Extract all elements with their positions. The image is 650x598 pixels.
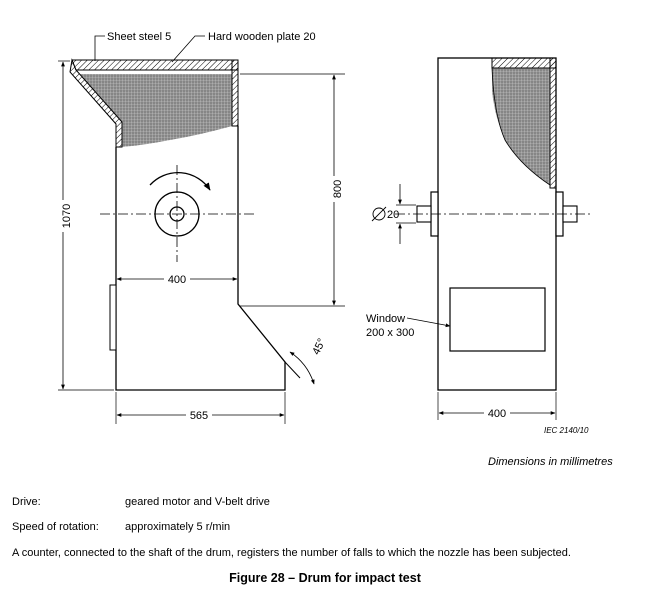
dim-400-front-label: 400 <box>168 274 186 286</box>
figure-caption: Figure 28 – Drum for impact test <box>229 571 421 585</box>
spec-speed-value: approximately 5 r/min <box>125 521 231 533</box>
front-view <box>69 58 301 391</box>
side-window-edge <box>109 284 117 351</box>
dim-400-side-label: 400 <box>488 408 506 420</box>
wooden-plate-side <box>492 68 550 185</box>
dim-1070: 1070 <box>55 60 114 391</box>
dim-565: 565 <box>115 392 286 424</box>
steel-left-wall-front <box>69 58 123 148</box>
dim-800: 800 <box>240 73 345 307</box>
steel-top-front <box>71 59 239 71</box>
spec-drive-value: geared motor and V-belt drive <box>125 496 270 508</box>
dimensions-note: Dimensions in millimetres <box>488 456 613 468</box>
top-leaders: Sheet steel 5 Hard wooden plate 20 <box>94 31 316 63</box>
sheet-steel-label: Sheet steel 5 <box>107 31 171 43</box>
window-size-label: 200 x 300 <box>366 327 414 339</box>
spec-drive-label: Drive: <box>12 496 41 508</box>
dim-45: 45° <box>289 337 328 385</box>
side-view <box>395 57 590 391</box>
window-callout: Window 200 x 300 <box>366 313 451 339</box>
counter-note: A counter, connected to the shaft of the… <box>12 547 571 559</box>
dim-diameter-20: 20 <box>371 184 416 244</box>
iec-reference: IEC 2140/10 <box>544 426 589 435</box>
dim-400-front: 400 <box>116 272 238 286</box>
hard-wooden-plate-label: Hard wooden plate 20 <box>208 31 316 43</box>
steel-right-wall-front <box>231 59 239 127</box>
drum-drawing: 1070 800 400 565 45° Sheet steel 5 Hard … <box>55 31 590 435</box>
dim-45-label: 45° <box>310 337 328 357</box>
dim-400-side: 400 <box>437 392 557 420</box>
dim-1070-label: 1070 <box>61 204 73 228</box>
window-label: Window <box>366 313 405 325</box>
window-opening <box>449 287 546 352</box>
dim-800-label: 800 <box>332 180 344 198</box>
steel-top-side <box>491 57 557 69</box>
steel-right-wall-side <box>549 57 557 189</box>
wooden-plate-front <box>80 74 232 147</box>
spec-speed-label: Speed of rotation: <box>12 521 99 533</box>
dim-565-label: 565 <box>190 410 208 422</box>
rotation-arrow <box>149 172 211 191</box>
dim-diameter-20-label: 20 <box>387 209 399 221</box>
drum-body-front <box>115 126 286 391</box>
